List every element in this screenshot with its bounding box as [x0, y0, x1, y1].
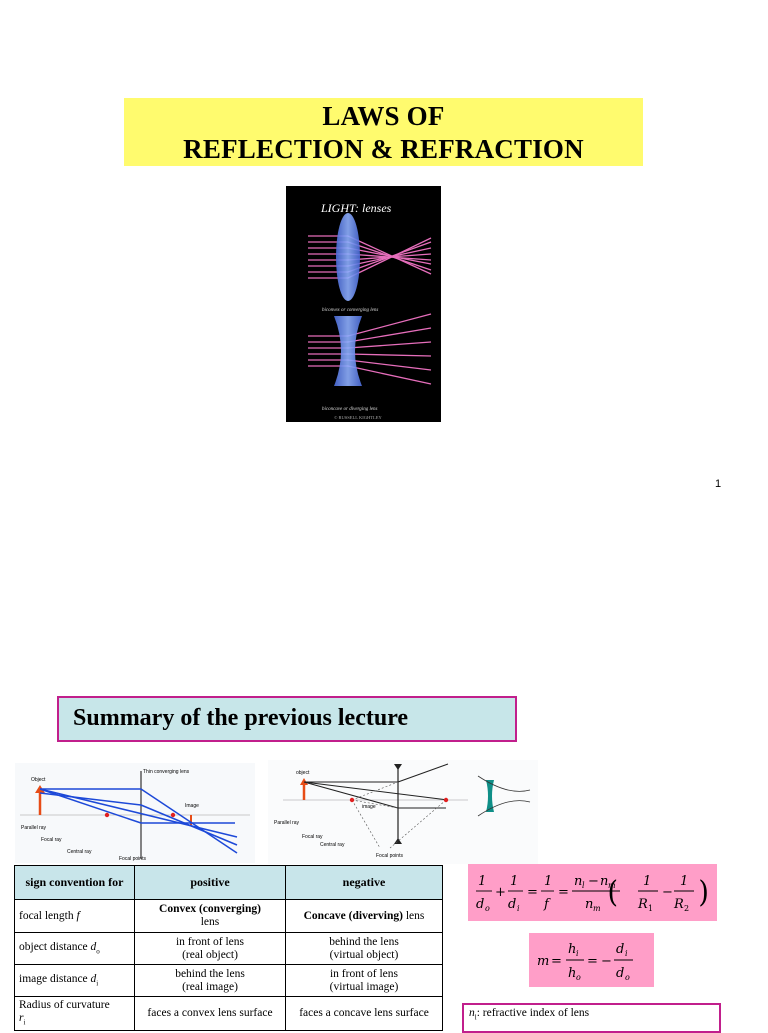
- svg-text:h: h: [568, 942, 576, 957]
- table-header-cell: sign convention for: [14, 865, 135, 900]
- svg-text:f: f: [543, 897, 551, 912]
- diag2-label-central: Central ray: [320, 842, 345, 848]
- svg-text:1: 1: [648, 904, 653, 913]
- cover-credit: © RUSSELL KIGHTLEY: [334, 415, 382, 420]
- svg-text:−: −: [588, 874, 599, 889]
- svg-text:1: 1: [478, 874, 486, 889]
- diag2-label-focal-points: Focal points: [376, 853, 403, 859]
- diag1-label-parallel: Parallel ray: [21, 825, 47, 831]
- svg-text:d: d: [616, 942, 624, 957]
- svg-text:n: n: [600, 874, 608, 889]
- table-row: focal length f Convex (converging)lens C…: [14, 899, 443, 933]
- svg-text:n: n: [585, 897, 593, 912]
- svg-text:1: 1: [680, 874, 688, 889]
- title-line-1: LAWS OF: [322, 101, 445, 131]
- svg-text:−: −: [601, 954, 612, 969]
- title-line-2: REFLECTION & REFRACTION: [183, 134, 584, 164]
- cover-caption-bottom: biconcave or diverging lens: [322, 407, 378, 412]
- row-label: focal length f: [14, 899, 135, 933]
- diag1-label-focal: Focal ray: [41, 837, 62, 843]
- sign-convention-table: sign convention for positive negative fo…: [14, 865, 443, 1031]
- svg-text:=: =: [587, 954, 598, 969]
- svg-text:=: =: [527, 885, 538, 900]
- svg-text:d: d: [508, 897, 516, 912]
- cell-positive: Convex (converging)lens: [134, 899, 286, 933]
- diag1-label-image: Image: [185, 803, 199, 809]
- cell-positive: behind the lens(real image): [134, 964, 286, 997]
- converging-lens-diagram: Object Thin converging lens Image Parall…: [15, 763, 255, 863]
- cover-caption-top: biconvex or converging lens: [322, 308, 378, 313]
- svg-text:h: h: [568, 966, 576, 981]
- table-header-cell: negative: [285, 865, 443, 900]
- svg-text:1: 1: [544, 874, 552, 889]
- diag2-label-object: object: [296, 770, 310, 776]
- cell-negative: Concave (diverving) lens: [285, 899, 443, 933]
- svg-text:d: d: [616, 966, 624, 981]
- cover-image-lenses: LIGHT: lenses biconvex or converging len…: [286, 186, 441, 422]
- slide-title: LAWS OF REFLECTION & REFRACTION: [124, 98, 643, 166]
- svg-text:o: o: [576, 973, 581, 982]
- cell-negative: in front of lens(virtual image): [285, 964, 443, 997]
- cell-negative: faces a concave lens surface: [285, 996, 443, 1031]
- cell-negative: behind the lens(virtual object): [285, 932, 443, 965]
- svg-text:2: 2: [684, 904, 689, 913]
- svg-text:o: o: [485, 904, 490, 913]
- cover-heading: LIGHT: lenses: [320, 201, 392, 215]
- svg-text:m: m: [593, 904, 601, 913]
- diag2-label-parallel: Parallel ray: [274, 820, 300, 826]
- svg-text:=: =: [551, 954, 562, 969]
- svg-text:m: m: [608, 881, 616, 890]
- svg-text:R: R: [673, 897, 684, 912]
- table-header-cell: positive: [134, 865, 286, 900]
- svg-text:d: d: [476, 897, 484, 912]
- svg-text:l: l: [582, 881, 585, 890]
- svg-text:n: n: [574, 874, 582, 889]
- svg-text:i: i: [517, 904, 520, 913]
- table-header-row: sign convention for positive negative: [14, 865, 443, 900]
- svg-text:1: 1: [643, 874, 651, 889]
- svg-text:1: 1: [510, 874, 518, 889]
- svg-text:R: R: [637, 897, 648, 912]
- row-label: image distance di: [14, 964, 135, 997]
- svg-text:(: (: [608, 875, 619, 910]
- svg-text:i: i: [576, 949, 579, 958]
- cell-positive: in front of lens(real object): [134, 932, 286, 965]
- page-number: 1: [715, 478, 722, 490]
- svg-text:=: =: [558, 885, 569, 900]
- svg-text:i: i: [625, 949, 628, 958]
- svg-text:o: o: [625, 973, 630, 982]
- diag1-label-lens: Thin converging lens: [143, 769, 190, 775]
- table-row: image distance di behind the lens(real i…: [14, 964, 443, 997]
- svg-text:): ): [698, 875, 709, 910]
- diag1-label-central: Central ray: [67, 849, 92, 855]
- row-label: object distance do: [14, 932, 135, 965]
- diag2-label-focal: Focal ray: [302, 834, 323, 840]
- svg-text:+: +: [495, 885, 506, 900]
- diverging-lens-diagram: object image Parallel ray Focal ray Cent…: [268, 760, 538, 864]
- svg-text:−: −: [662, 885, 673, 900]
- summary-heading: Summary of the previous lecture: [57, 696, 517, 742]
- cell-positive: faces a convex lens surface: [134, 996, 286, 1031]
- svg-text:m: m: [537, 954, 549, 969]
- table-row: object distance do in front of lens(real…: [14, 932, 443, 965]
- diag1-label-object: Object: [31, 777, 46, 783]
- diag2-label-image: image: [362, 804, 376, 810]
- diag1-label-focal-points: Focal points: [119, 856, 146, 862]
- refractive-index-note: nl: refractive index of lens: [462, 1003, 721, 1033]
